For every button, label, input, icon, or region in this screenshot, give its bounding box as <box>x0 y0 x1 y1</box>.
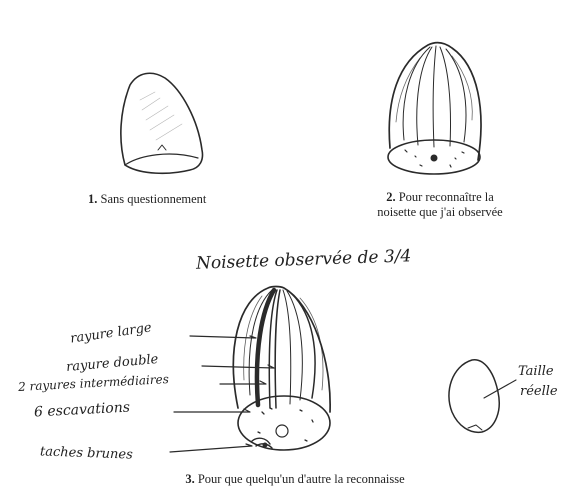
caption-2-number: 2. <box>386 190 395 204</box>
label-taille-reelle-1: Taille <box>518 364 554 379</box>
drawing-3-hazelnut <box>233 287 330 451</box>
drawing-4-real-size <box>449 360 516 432</box>
caption-2: 2. Pour reconnaître la noisette que j'ai… <box>345 190 535 220</box>
caption-2-line2: noisette que j'ai observée <box>377 205 502 219</box>
caption-1: 1. Sans questionnement <box>88 192 268 207</box>
label-taille-reelle-2: réelle <box>520 384 558 399</box>
label-taches-brunes: taches brunes <box>40 444 133 462</box>
caption-2-line1: Pour reconnaître la <box>399 190 494 204</box>
drawing-1-hazelnut <box>121 73 203 173</box>
caption-3-text: Pour que quelqu'un d'autre la reconnaiss… <box>198 472 405 486</box>
caption-3-number: 3. <box>185 472 194 486</box>
caption-1-number: 1. <box>88 192 97 206</box>
drawing-2-hazelnut <box>388 43 481 174</box>
caption-1-text: Sans questionnement <box>101 192 207 206</box>
caption-3: 3. Pour que quelqu'un d'autre la reconna… <box>130 472 460 487</box>
